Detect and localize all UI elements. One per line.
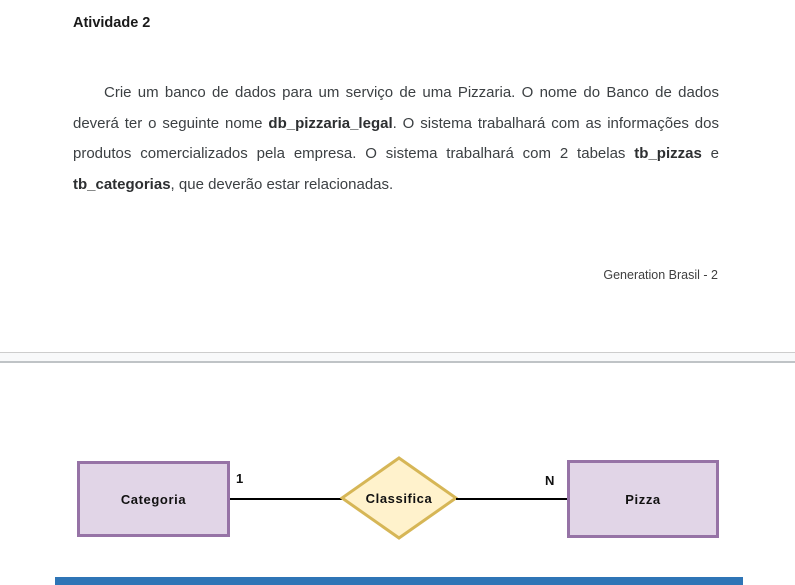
activity-title: Atividade 2 <box>73 15 151 31</box>
relationship-classifica: Classifica <box>340 456 458 540</box>
entity-categoria-label: Categoria <box>120 491 187 507</box>
entity-categoria: Categoria <box>77 461 230 537</box>
entity-pizza: Pizza <box>567 460 719 538</box>
relationship-classifica-label: Classifica <box>365 490 433 506</box>
page-break-divider <box>0 352 795 363</box>
diamond-shape <box>340 456 458 540</box>
cardinality-n-label: N <box>545 473 555 488</box>
cardinality-1-label: 1 <box>236 471 244 486</box>
entity-pizza-label: Pizza <box>625 491 661 507</box>
connector-line-left <box>230 498 342 500</box>
bottom-blue-bar <box>55 577 743 585</box>
activity-paragraph: Crie um banco de dados para um serviço d… <box>73 84 719 193</box>
page-footer-text: Generation Brasil - 2 <box>603 268 718 282</box>
connector-line-right <box>456 498 567 500</box>
